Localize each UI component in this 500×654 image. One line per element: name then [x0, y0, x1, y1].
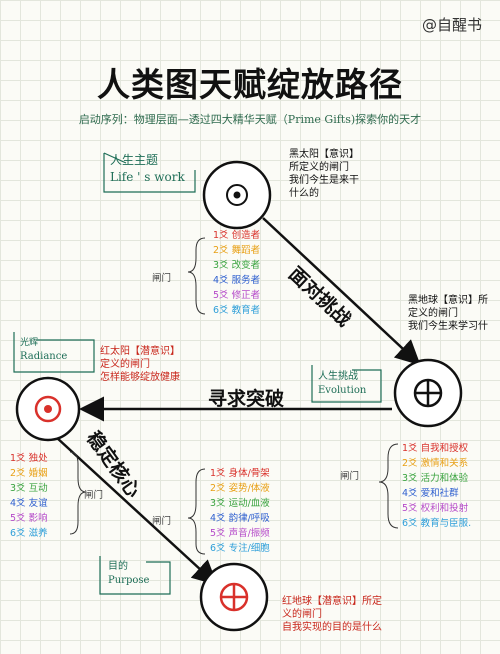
- note-line: 红太阳【潜意识】: [100, 346, 180, 357]
- list-purpose: 1爻 身体/骨架 2爻 姿势/体液 3爻 运动/血液 4爻 韵律/呼吸 5爻 声…: [210, 466, 270, 556]
- line-item-6: 6爻 滋养: [10, 528, 48, 539]
- line-item-1: 1爻 自我和授权: [402, 443, 469, 454]
- note-red-earth: 红地球【潜意识】所定 义的闸门 自我实现的目的是什么: [282, 595, 382, 634]
- line-item-3: 3爻 运动/血液: [210, 498, 270, 509]
- gate-label: 闸门: [152, 516, 172, 527]
- line-item-2: 2爻 婚姻: [10, 468, 48, 479]
- list-radiance: 1爻 独处 2爻 婚姻 3爻 互动 4爻 友谊 5爻 影响 6爻 滋养: [10, 451, 48, 541]
- line-item-2: 2爻 激情和关系: [402, 458, 469, 469]
- tag-radiance: 光辉 Radiance: [20, 336, 67, 364]
- sun-symbol-icon: [34, 395, 62, 423]
- line-item-6: 6爻 教育者: [213, 305, 261, 316]
- line-item-2: 2爻 姿势/体液: [210, 483, 270, 494]
- line-item-4: 4爻 爱和社群: [402, 488, 459, 499]
- note-line: 我们今生是来干: [289, 175, 359, 186]
- bracket-life-work: [187, 237, 206, 315]
- line-item-3: 3爻 活力和体验: [402, 473, 469, 484]
- edge-challenge-arrow: [262, 217, 421, 366]
- line-item-4: 4爻 友谊: [10, 498, 48, 509]
- line-item-5: 5爻 权利和投射: [402, 503, 469, 514]
- list-life-work: 1爻 创造者 2爻 舞蹈者 3爻 改变者 4爻 服务者 5爻 修正者 6爻 教育…: [213, 228, 260, 318]
- note-line: 什么的: [289, 188, 319, 199]
- line-item-3: 3爻 改变者: [213, 260, 261, 271]
- gate-label: 闸门: [84, 490, 104, 501]
- line-item-5: 5爻 声音/振频: [210, 528, 270, 539]
- red-sun-node: [15, 376, 81, 442]
- line-item-3: 3爻 互动: [10, 483, 48, 494]
- edge-label-breakthrough: 寻求突破: [208, 388, 285, 410]
- page-title: 人类图天赋绽放路径: [97, 65, 403, 104]
- tag-frame-radiance: [13, 332, 95, 373]
- note-line: 自我实现的目的是什么: [282, 622, 382, 633]
- bracket-evolution: [378, 443, 399, 529]
- red-earth-node: [199, 562, 269, 632]
- tag-frame-purpose: [99, 556, 171, 595]
- note-black-sun: 黑太阳【意识】 所定义的闸门 我们今生是来干 什么的: [289, 148, 359, 200]
- line-item-5: 5爻 修正者: [213, 290, 261, 301]
- tag-purpose-en: Purpose: [108, 575, 150, 586]
- line-item-4: 4爻 韵律/呼吸: [210, 513, 270, 524]
- note-line: 定义的闸门: [100, 359, 150, 370]
- tag-purpose-cn: 目的: [108, 561, 128, 572]
- tag-life-work-cn: 人生主题: [110, 153, 159, 167]
- line-item-1: 1爻 独处: [10, 453, 48, 464]
- edge-core-arrow: [55, 436, 218, 586]
- line-item-6: 6爻 专注/细胞: [210, 543, 270, 554]
- bracket-radiance: [69, 451, 87, 535]
- line-item-1: 1爻 身体/骨架: [210, 468, 270, 479]
- note-line: 义的闸门: [282, 609, 322, 620]
- black-sun-node: [202, 160, 272, 230]
- tag-evolution-en: Evolution: [318, 385, 367, 396]
- line-item-2: 2爻 舞蹈者: [213, 245, 261, 256]
- note-line: 红地球【潜意识】所定: [282, 596, 382, 607]
- note-line: 我们今生来学习什: [408, 321, 488, 332]
- note-black-earth: 黑地球【意识】所 定义的闸门 我们今生来学习什: [408, 294, 488, 333]
- note-line: 定义的闸门: [408, 308, 458, 319]
- tag-evolution: 人生挑战 Evolution: [318, 370, 366, 398]
- list-evolution: 1爻 自我和授权 2爻 激情和关系 3爻 活力和体验 4爻 爱和社群 5爻 权利…: [402, 441, 471, 531]
- tag-radiance-en: Radiance: [20, 351, 68, 362]
- note-line: 所定义的闸门: [289, 162, 349, 173]
- brand-watermark: @自醒书: [421, 16, 482, 34]
- line-item-6: 6爻 教育与臣服.: [402, 518, 472, 529]
- line-item-1: 1爻 创造者: [213, 230, 261, 241]
- tag-frame-life-work: [103, 152, 196, 193]
- page-subtitle: 启动序列：物理层面—透过四大精华天赋（Prime Gifts)探索你的天才: [78, 113, 422, 126]
- tag-life-work: 人生主题 Life ' s work: [110, 152, 185, 186]
- tag-evolution-cn: 人生挑战: [318, 371, 358, 382]
- gate-label: 闸门: [152, 273, 172, 284]
- tag-radiance-cn: 光辉: [20, 338, 39, 348]
- note-line: 怎样能够绽放健康: [100, 372, 180, 383]
- note-line: 黑地球【意识】所: [408, 295, 488, 306]
- bracket-purpose: [187, 468, 206, 555]
- line-item-4: 4爻 服务者: [213, 275, 261, 286]
- note-red-sun: 红太阳【潜意识】 定义的闸门 怎样能够绽放健康: [100, 345, 180, 384]
- note-line: 黑太阳【意识】: [289, 149, 359, 160]
- tag-life-work-en: Life ' s work: [110, 170, 185, 184]
- tag-frame-evolution: [311, 365, 382, 403]
- black-earth-node: [393, 358, 463, 428]
- gate-label: 闸门: [340, 471, 360, 482]
- line-item-5: 5爻 影响: [10, 513, 48, 524]
- tag-purpose: 目的 Purpose: [108, 560, 149, 588]
- sun-symbol-icon: [226, 184, 248, 206]
